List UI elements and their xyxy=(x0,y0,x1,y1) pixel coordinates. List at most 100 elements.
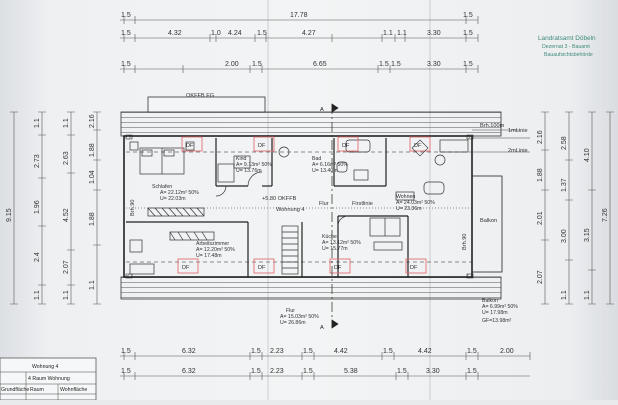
table-col-1: Grundfläche xyxy=(1,387,29,393)
dim-bot2-7: 3.30 xyxy=(426,368,440,375)
dim-left-a4: 1.1 xyxy=(34,290,41,300)
dim-bot1-6: 1.5 xyxy=(383,348,393,355)
dim-left-b3: 2.07 xyxy=(63,260,70,274)
brh-label: Brh.100m xyxy=(480,123,505,129)
dim-top2-6: 1.1 xyxy=(383,30,393,37)
plan-labels: OKFFB EG +5.80 OKFFB Wohnung 4 Flur Firs… xyxy=(130,93,528,250)
df-label: DF xyxy=(410,265,418,271)
okffb-label: +5.80 OKFFB xyxy=(262,196,297,202)
room-kueche-area: A= 13.12m² 50% xyxy=(322,240,361,246)
dim-top3-6: 3.30 xyxy=(427,61,441,68)
dim-right-a2: 2.01 xyxy=(537,211,544,225)
room-labels: Schlafen A= 22.12m² 50% U= 22.03m Kind A… xyxy=(152,156,518,326)
skylight-markers xyxy=(177,136,431,274)
dim-left-a0: 1.1 xyxy=(34,118,41,128)
dim-bot1-4: 1.5 xyxy=(303,348,313,355)
brh-side-right: Brh.90 xyxy=(462,234,468,250)
stamp-line-1: Landratsamt Döbeln xyxy=(538,35,596,42)
level-lines xyxy=(472,129,530,153)
df-marker xyxy=(409,136,431,152)
dim-right-a1: 1.88 xyxy=(537,168,544,182)
dim-top3-1: 2.00 xyxy=(225,61,239,68)
dormer-top xyxy=(147,96,266,113)
dim-bot1-1: 6.32 xyxy=(182,348,196,355)
brh-side-left: Brh.90 xyxy=(130,200,136,216)
section-line-a xyxy=(331,103,339,329)
dim-top2-9: 1.5 xyxy=(463,30,473,37)
room-balkon-area: A= 6.99m² 50% xyxy=(482,304,518,310)
room-arbeitszimmer-name: Arbeitszimmer xyxy=(196,241,229,247)
dim-bot2-6: 1.5 xyxy=(397,368,407,375)
df-labels: DF DF DF DF DF DF DF DF xyxy=(182,143,422,271)
dim-right-a3: 2.07 xyxy=(537,270,544,284)
authority-stamp: Landratsamt Döbeln Dezernat 3 - Bauamt B… xyxy=(538,35,596,58)
room-wohnen-area: A= 24.03m² 50% xyxy=(396,200,435,206)
room-balkon-name: Balkon xyxy=(482,298,498,304)
dim-top2-3: 4.24 xyxy=(228,30,242,37)
df-marker xyxy=(253,136,275,152)
dim-top3-4: 1.5 xyxy=(379,61,389,68)
room-flur-area: A= 15.03m² 50% xyxy=(280,314,319,320)
dim-right-b1: 1.37 xyxy=(561,178,568,192)
dim-right-b2: 3.00 xyxy=(561,229,568,243)
df-marker xyxy=(253,258,275,274)
dim-top1-a: 1.5 xyxy=(121,12,131,19)
furniture xyxy=(129,139,469,275)
room-kind-name: Kind xyxy=(236,156,246,162)
dim-top3-3: 6.65 xyxy=(313,61,327,68)
okffb-eg-label: OKFFB EG xyxy=(186,93,214,99)
room-kueche-perim: U= 15.77m xyxy=(322,246,348,252)
balkon-label: Balkon xyxy=(480,218,497,224)
top-dimension-text: 1.5 17.78 1.5 1.5 4.32 1.0 4.24 1.5 4.27… xyxy=(121,12,473,68)
room-arbeitszimmer-perim: U= 17.48m xyxy=(196,253,222,259)
dim-left-a2: 1.96 xyxy=(34,200,41,214)
bottom-dimension-lines xyxy=(120,352,531,380)
firstlinie-label: Firstlinie xyxy=(352,201,373,207)
df-label: DF xyxy=(186,143,194,149)
dim-bot2-8: 1.5 xyxy=(467,368,477,375)
dim-bot1-3: 2.23 xyxy=(270,348,284,355)
roof-top xyxy=(120,111,502,137)
dim-right-b3: 1.1 xyxy=(561,290,568,300)
left-dimension-lines xyxy=(10,111,101,305)
top-dimension-lines xyxy=(120,16,479,73)
room-balkon-gf: GF=13.98m² xyxy=(482,318,512,324)
dim-top1-b: 1.5 xyxy=(463,12,473,19)
dim-bot1-8: 1.5 xyxy=(467,348,477,355)
balcony-outline xyxy=(471,175,503,273)
dim-right-c2: 1.1 xyxy=(584,290,591,300)
room-flur-perim: U= 26.86m xyxy=(280,320,306,326)
dim-bot2-3: 2.23 xyxy=(270,368,284,375)
linie2-label: 2mLinie xyxy=(508,148,528,154)
room-bad-area: A= 6.16m² 50% xyxy=(312,162,348,168)
table-subtitle: 4 Raum Wohnung xyxy=(28,376,70,382)
table-col-2: Raum xyxy=(30,387,44,393)
dim-left-b0: 1.1 xyxy=(63,118,70,128)
table-col-3: Wohnfläche xyxy=(60,387,87,393)
dim-bot2-4: 1.5 xyxy=(303,368,313,375)
dim-bot1-5: 4.42 xyxy=(334,348,348,355)
df-marker xyxy=(177,258,199,274)
dim-top2-5: 4.27 xyxy=(302,30,316,37)
dim-left-overall: 9.15 xyxy=(6,208,13,222)
room-kueche-name: Küche xyxy=(322,234,337,240)
linie1-label: 1mLinie xyxy=(508,128,528,134)
df-marker xyxy=(405,258,427,274)
dim-top3-5: 1.5 xyxy=(391,61,401,68)
right-dimension-lines xyxy=(541,111,614,305)
df-label: DF xyxy=(334,265,342,271)
dim-top3-7: 1.5 xyxy=(463,61,473,68)
dim-left-c3: 1.88 xyxy=(89,212,96,226)
dim-top2-1: 4.32 xyxy=(168,30,182,37)
flur-inner-label: Flur xyxy=(319,201,329,207)
dim-left-b4: 1.1 xyxy=(63,290,70,300)
df-label: DF xyxy=(414,143,422,149)
dim-left-b2: 4.52 xyxy=(63,208,70,222)
df-label: DF xyxy=(258,143,266,149)
dim-left-c1: 1.88 xyxy=(89,143,96,157)
dim-left-c2: 1.04 xyxy=(89,170,96,184)
dim-top2-7: 1.1 xyxy=(397,30,407,37)
room-schlafen-name: Schlafen xyxy=(152,184,172,190)
dim-right-a0: 2.16 xyxy=(537,130,544,144)
